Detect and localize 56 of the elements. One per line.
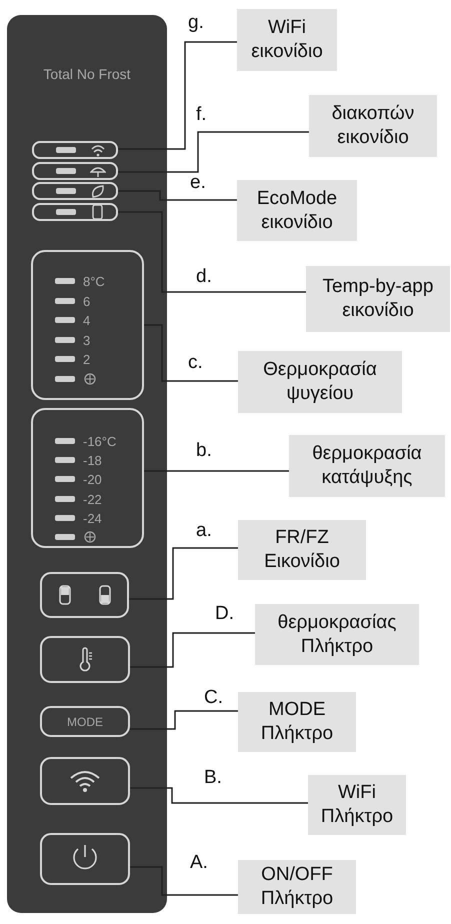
control-button: [40, 757, 130, 805]
temperature-scale-panel: [31, 250, 144, 400]
callout-label: MODE Πλήκτρο: [238, 692, 356, 752]
control-button: [40, 833, 130, 885]
callout-letter: f.: [196, 104, 207, 126]
callout-letter: d.: [196, 266, 212, 288]
leader-line: [129, 547, 238, 600]
leader-line: [144, 324, 238, 382]
temperature-scale-panel: [31, 408, 144, 548]
temperature-label: 3: [83, 332, 90, 348]
callout-label: διακοπών εικονίδιο: [309, 95, 437, 157]
temperature-label: -18: [83, 453, 102, 468]
temperature-label: 8°C: [83, 274, 105, 289]
callout-letter: D.: [215, 603, 234, 625]
control-button: [40, 572, 129, 618]
control-panel: [7, 15, 167, 913]
panel-title: Total No Frost: [42, 67, 132, 82]
callout-label: WiFi εικονίδιο: [237, 9, 337, 71]
callout-letter: B.: [204, 767, 222, 789]
temperature-label: -20: [83, 472, 102, 488]
leader-line: [130, 866, 238, 896]
leader-line: [118, 211, 306, 293]
callout-label: θερμοκρασίας Πλήκτρο: [255, 604, 419, 665]
mode-button: MODE: [40, 706, 130, 737]
callout-letter: b.: [196, 440, 212, 462]
indicator-pill: [32, 141, 118, 159]
callout-label: EcoMode εικονίδιο: [237, 180, 357, 241]
leader-line: [118, 131, 309, 173]
callout-letter: A.: [190, 852, 208, 874]
temperature-label: 2: [83, 352, 90, 367]
temperature-label: 6: [83, 294, 90, 308]
leader-line: [118, 41, 237, 150]
callout-letter: C.: [204, 687, 223, 709]
callout-letter: c.: [188, 352, 203, 374]
temperature-label: -16°C: [83, 434, 116, 449]
control-button: [40, 636, 130, 683]
callout-label: Temp-by-app εικονίδιο: [306, 266, 450, 332]
callout-label: θερμοκρασία κατάψυξης: [289, 435, 445, 497]
callout-label: WiFi Πλήκτρο: [308, 775, 406, 835]
leader-line: [118, 190, 237, 201]
leader-line: [130, 632, 255, 668]
callout-label: Θερμοκρασία ψυγείου: [238, 351, 402, 413]
callout-letter: a.: [196, 520, 212, 542]
callout-label: FR/FZ Εικονίδιο: [238, 520, 366, 580]
indicator-pill: [32, 203, 118, 221]
temperature-label: -22: [83, 492, 102, 507]
temperature-label: -24: [83, 510, 102, 526]
callout-letter: e.: [190, 172, 206, 194]
leader-line: [130, 787, 308, 804]
leader-line: [130, 710, 238, 730]
indicator-pill: [32, 182, 118, 200]
temperature-label: 4: [83, 313, 90, 328]
indicator-pill: [32, 162, 118, 180]
callout-letter: g.: [188, 12, 204, 34]
callout-label: ON/OFF Πλήκτρο: [238, 860, 356, 914]
leader-line: [144, 470, 289, 472]
